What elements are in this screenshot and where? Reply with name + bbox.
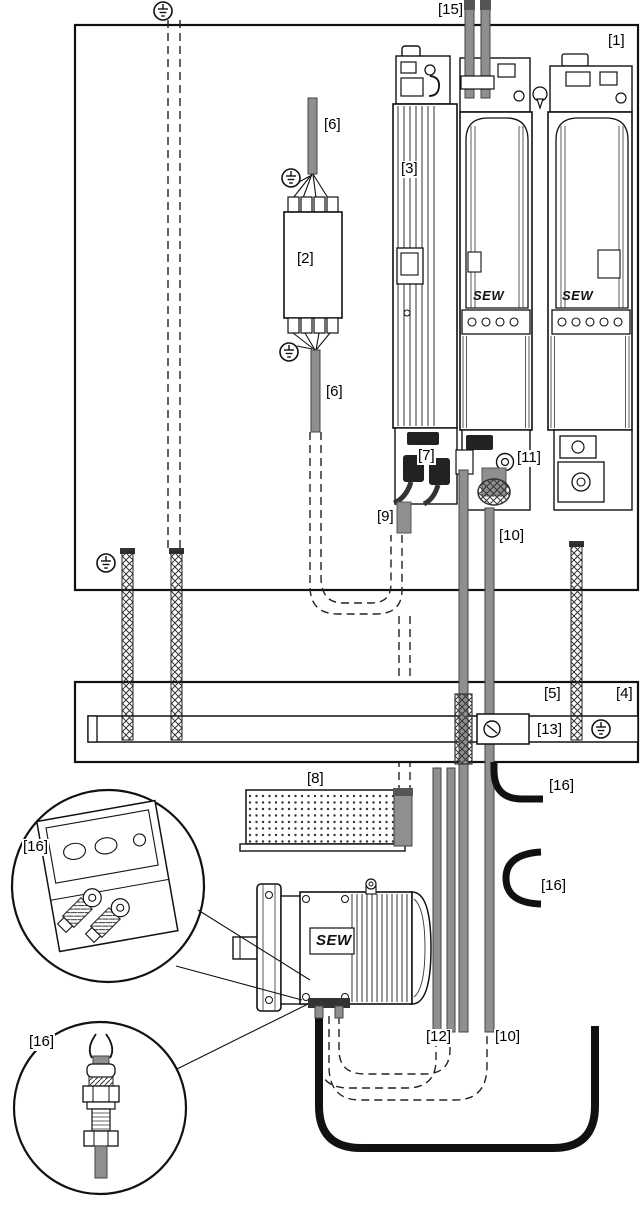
label-3: [3] [400,160,419,178]
label-16-callout-small: [16] [28,1033,56,1051]
detail-callout-large [10,788,311,1001]
gland-dome-nut [86,1063,116,1078]
connector-7 [407,432,439,445]
cable-duct [239,788,413,852]
gland-lock-nut [83,1130,119,1147]
braid-strap-5 [570,544,583,741]
label-1: [1] [607,32,626,50]
earth-ground-icon [153,1,173,21]
shielded-cable-6-top [307,97,318,175]
label-9: [9] [376,508,395,526]
gland-thread [91,1108,111,1132]
earth-ground-icon [279,342,299,362]
label-11: [11] [516,449,542,467]
cable-shield-braid [454,693,473,765]
cable-12 [446,767,456,1033]
drive-unit-a [392,45,458,534]
label-6-top: [6] [323,116,342,134]
gland-screw-detail [56,888,102,934]
braid-strap [170,551,183,741]
shield-clamp-13 [454,693,611,765]
label-15: [15] [437,1,465,19]
label-6-bottom: [6] [325,383,344,401]
shielded-cable-6-bottom [310,349,321,433]
duct-cable-drop [393,789,413,847]
label-7: [7] [417,447,436,465]
gland-screw-detail [84,898,130,944]
label-16-rail: [16] [548,777,576,795]
control-cabinet [73,23,640,592]
cable-gland-block [308,998,350,1008]
connector-7 [429,458,450,485]
label-16-arc: [16] [540,877,568,895]
label-12: [12] [425,1028,453,1046]
brand-sew-drive-b: SEW [473,288,505,303]
label-16-callout-large: [16] [22,838,50,856]
label-10-lower: [10] [494,1028,522,1046]
gland-hex-body [82,1085,120,1103]
leader-line [197,909,311,981]
nameplate [309,927,355,955]
motor [232,878,432,1019]
brand-sew-motor: SEW [316,932,352,949]
label-2: [2] [296,250,315,268]
grounding-straps [96,541,584,741]
supply-cable-15 [464,0,475,99]
motor-flange [256,883,282,1012]
label-13: [13] [536,721,564,739]
earth-ground-icon [96,553,116,573]
label-4: [4] [615,685,634,703]
cable-12 [432,767,442,1033]
drive-unit-b [455,0,533,511]
line-filter-assembly [279,97,343,433]
cable-bend-radius [490,762,543,908]
earth-ground-icon [281,168,301,188]
detail-callout-small [12,1003,309,1196]
braid-strap [121,551,134,741]
wire-ends [88,1033,114,1059]
pe-conductor-route [153,1,181,553]
leader-line [175,965,303,1001]
drive-unit-c [532,53,633,511]
cable-9-stub [396,501,412,534]
hook-icon [428,75,440,97]
leader-line [176,1003,309,1070]
earth-ground-icon [591,719,611,739]
label-5: [5] [543,685,562,703]
label-10-upper: [10] [498,527,526,545]
supply-cable-15 [480,0,491,99]
label-8: [8] [306,770,325,788]
brand-sew-drive-c: SEW [562,288,594,303]
shield-gland [477,478,511,506]
fan-cover [411,891,432,1005]
thick-cable-loop [315,1014,599,1152]
